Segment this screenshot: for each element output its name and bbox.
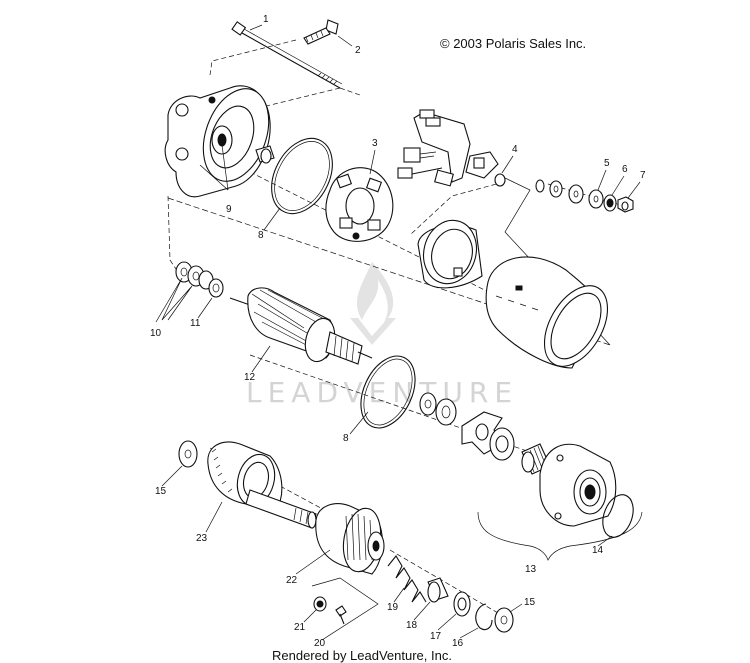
part-15-washer-right	[494, 607, 514, 633]
callout-12: 12	[244, 372, 256, 383]
part-4-nut	[494, 173, 506, 187]
part-13-front-housing	[539, 443, 617, 527]
callout-3: 3	[372, 138, 378, 149]
watermark: LEADVENTURE	[246, 262, 518, 409]
callout-17: 17	[430, 631, 442, 642]
callout-2: 2	[355, 45, 361, 56]
part-23-gear-shaft	[207, 441, 317, 529]
brush-ring	[417, 219, 483, 289]
part-17-stop-collar	[453, 591, 471, 617]
part-12-armature	[229, 287, 373, 365]
part-3-brush-plate	[325, 167, 394, 242]
part-21-screw	[313, 596, 347, 625]
callout-15-right: 15	[524, 597, 536, 608]
callout-14: 14	[592, 545, 604, 556]
watermark-text: LEADVENTURE	[246, 376, 518, 409]
part-8-o-ring-middle	[360, 355, 416, 429]
yoke-frame	[485, 256, 609, 369]
callout-7: 7	[640, 170, 646, 181]
callout-11: 11	[190, 318, 201, 329]
callout-13-bracket	[477, 511, 643, 561]
callout-8-top: 8	[258, 230, 264, 241]
callout-20-bracket	[311, 577, 379, 641]
callout-4: 4	[512, 144, 518, 155]
reduction-washers	[419, 392, 515, 461]
callout-19: 19	[387, 602, 399, 613]
part-8-o-ring-top	[271, 137, 333, 215]
callout-5: 5	[604, 158, 610, 169]
part-18-sleeve	[427, 577, 449, 603]
callout-13: 13	[525, 564, 537, 575]
callout-10-leader	[155, 277, 193, 323]
rendered-by-credit: Rendered by LeadVenture, Inc.	[272, 648, 452, 663]
flame-logo-icon	[356, 262, 394, 322]
parts-5-6-7-hardware	[535, 179, 634, 213]
callout-15-left: 15	[155, 486, 167, 497]
callout-18: 18	[406, 620, 418, 631]
callout-6: 6	[622, 164, 628, 175]
callout-9: 9	[226, 204, 232, 215]
v-logo-icon	[350, 318, 396, 345]
callout-16: 16	[452, 638, 464, 649]
part-19-spring	[387, 555, 427, 603]
part-22-clutch-assembly	[315, 503, 385, 575]
part-1-through-bolt	[231, 21, 343, 89]
part-2-bolt	[303, 19, 339, 45]
part-9-end-housing	[164, 85, 275, 198]
callout-20: 20	[314, 638, 326, 649]
callout-21: 21	[294, 622, 306, 633]
part-10-bearing-set	[175, 261, 214, 290]
callout-22: 22	[286, 575, 298, 586]
part-16-snap-ring	[475, 603, 493, 631]
brush-terminal-assembly	[397, 109, 499, 187]
part-11-washer	[208, 278, 224, 298]
callout-10: 10	[150, 328, 162, 339]
callout-23: 23	[196, 533, 208, 544]
copyright-text: © 2003 Polaris Sales Inc.	[440, 36, 586, 51]
callout-8-middle: 8	[343, 433, 349, 444]
part-15-washer-left	[178, 440, 198, 468]
callout-1: 1	[263, 14, 269, 25]
